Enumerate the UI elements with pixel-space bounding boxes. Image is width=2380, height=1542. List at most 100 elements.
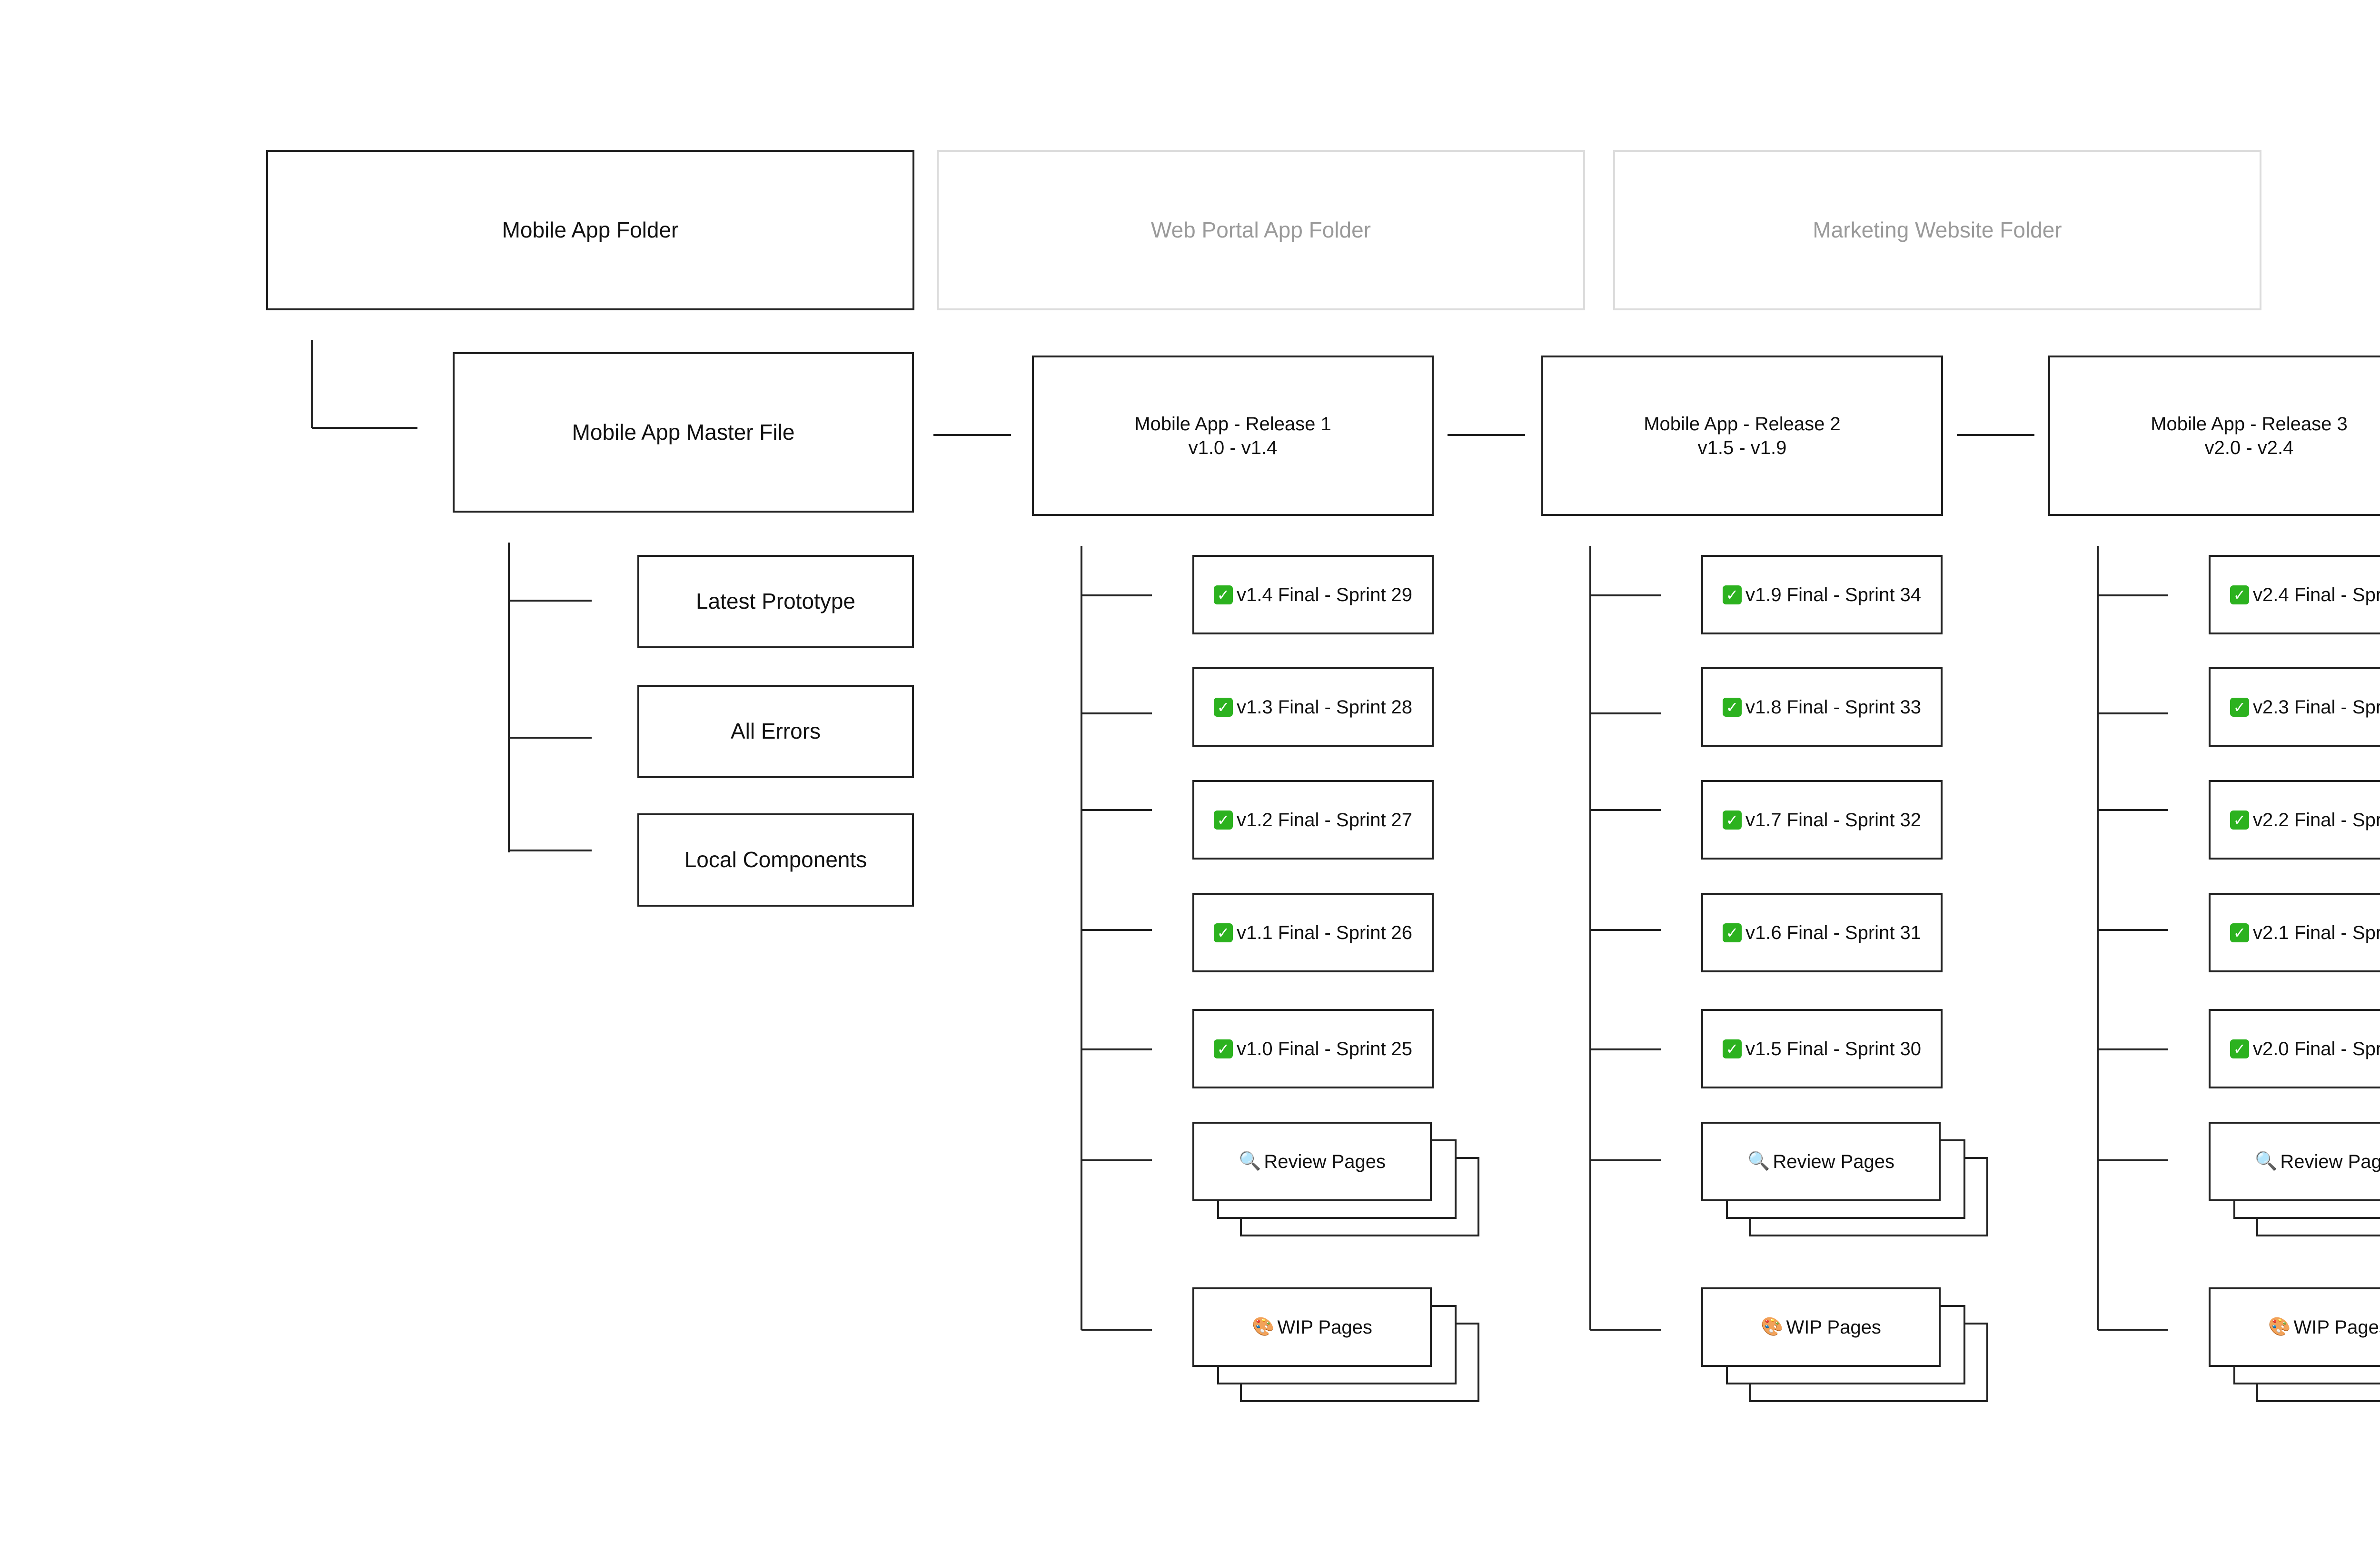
master-child-label: All Errors (730, 719, 821, 744)
review-pages-label: Review Pages (2280, 1151, 2380, 1172)
sprint-label: v1.8 Final - Sprint 33 (1745, 696, 1922, 718)
paint-palette-icon: 🎨 (1252, 1316, 1275, 1337)
sprint-box[interactable]: ✓v2.2 Final - Sprint 37 (2209, 780, 2380, 860)
release-link (1448, 434, 1525, 436)
sprint-label: v1.2 Final - Sprint 27 (1236, 809, 1413, 830)
release-branch-line (1081, 1329, 1152, 1331)
release-branch-line (1590, 712, 1661, 714)
sprint-label: v2.1 Final - Sprint 36 (2252, 922, 2380, 943)
review-pages-box[interactable]: 🔍Review Pages (1701, 1122, 1941, 1201)
master-file-box[interactable]: Mobile App Master File (453, 352, 914, 513)
wip-pages-box[interactable]: 🎨WIP Pages (1701, 1287, 1941, 1367)
master-branch-line (508, 543, 510, 852)
sprint-box[interactable]: ✓v2.1 Final - Sprint 36 (2209, 893, 2380, 972)
master-file-label: Mobile App Master File (572, 419, 795, 445)
wip-pages-label: WIP Pages (1277, 1316, 1372, 1338)
sprint-label: v2.2 Final - Sprint 37 (2252, 809, 2380, 830)
check-icon: ✓ (1722, 585, 1742, 604)
release-branch-line (1590, 1048, 1661, 1050)
release-branch-line (1081, 1159, 1152, 1161)
wip-pages-box[interactable]: 🎨WIP Pages (1192, 1287, 1432, 1367)
release-branch-line (1081, 809, 1152, 811)
release-branch-line (1590, 809, 1661, 811)
sprint-box[interactable]: ✓v1.0 Final - Sprint 25 (1192, 1009, 1434, 1088)
sprint-label: v1.9 Final - Sprint 34 (1745, 584, 1922, 605)
check-icon: ✓ (1213, 810, 1233, 830)
folder-connector (311, 340, 313, 428)
magnifier-icon: 🔍 (1238, 1151, 1261, 1171)
folder-tab-3[interactable]: Marketing Website Folder (1613, 150, 2261, 310)
release-branch-line (1081, 594, 1152, 596)
master-branch-line (509, 850, 592, 851)
check-icon: ✓ (1722, 810, 1742, 830)
check-icon: ✓ (1722, 1039, 1742, 1058)
release-link (933, 434, 1011, 436)
release-branch-line (1590, 929, 1661, 931)
master-child-label: Latest Prototype (696, 589, 855, 614)
sprint-box[interactable]: ✓v2.3 Final - Sprint 38 (2209, 667, 2380, 747)
sprint-box[interactable]: ✓v1.7 Final - Sprint 32 (1701, 780, 1943, 860)
release-version-range: v1.5 - v1.9 (1697, 437, 1787, 458)
release-title: Mobile App - Release 2 (1644, 413, 1841, 435)
sprint-label: v1.5 Final - Sprint 30 (1745, 1038, 1922, 1059)
release-branch-line (1081, 546, 1082, 1330)
folder-tab-1[interactable]: Mobile App Folder (266, 150, 914, 310)
folder-label: Web Portal App Folder (1151, 217, 1371, 242)
review-pages-box[interactable]: 🔍Review Pages (1192, 1122, 1432, 1201)
check-icon: ✓ (2230, 1039, 2249, 1058)
release-branch-line (1590, 1329, 1661, 1331)
check-icon: ✓ (1213, 923, 1233, 942)
sprint-box[interactable]: ✓v1.1 Final - Sprint 26 (1192, 893, 1434, 972)
sprint-label: v1.4 Final - Sprint 29 (1236, 584, 1413, 605)
sprint-label: v1.1 Final - Sprint 26 (1236, 922, 1413, 943)
master-child-label: Local Components (684, 847, 867, 872)
master-child-2[interactable]: All Errors (637, 685, 914, 778)
check-icon: ✓ (1722, 923, 1742, 942)
sprint-box[interactable]: ✓v1.4 Final - Sprint 29 (1192, 555, 1434, 634)
sprint-label: v1.6 Final - Sprint 31 (1745, 922, 1922, 943)
release-branch-line (2098, 1159, 2168, 1161)
master-child-1[interactable]: Latest Prototype (637, 555, 914, 648)
release-branch-line (1589, 546, 1591, 1330)
sprint-box[interactable]: ✓v2.0 Final - Sprint 35 (2209, 1009, 2380, 1088)
sprint-box[interactable]: ✓v1.5 Final - Sprint 30 (1701, 1009, 1943, 1088)
check-icon: ✓ (2230, 923, 2249, 942)
release-branch-line (1081, 929, 1152, 931)
sprint-box[interactable]: ✓v1.9 Final - Sprint 34 (1701, 555, 1943, 634)
check-icon: ✓ (2230, 810, 2249, 830)
check-icon: ✓ (1213, 585, 1233, 604)
release-branch-line (2098, 712, 2168, 714)
sprint-box[interactable]: ✓v1.2 Final - Sprint 27 (1192, 780, 1434, 860)
folder-label: Mobile App Folder (502, 217, 679, 242)
sprint-label: v1.0 Final - Sprint 25 (1236, 1038, 1413, 1059)
release-branch-line (1081, 712, 1152, 714)
wip-pages-box[interactable]: 🎨WIP Pages (2209, 1287, 2380, 1367)
sprint-box[interactable]: ✓v2.4 Final - Sprint 39 (2209, 555, 2380, 634)
sprint-box[interactable]: ✓v1.6 Final - Sprint 31 (1701, 893, 1943, 972)
check-icon: ✓ (1213, 697, 1233, 717)
magnifier-icon: 🔍 (2254, 1151, 2278, 1171)
check-icon: ✓ (1213, 1039, 1233, 1058)
wip-pages-label: WIP Pages (2293, 1316, 2380, 1338)
folder-tab-2[interactable]: Web Portal App Folder (937, 150, 1585, 310)
release-branch-line (2098, 929, 2168, 931)
check-icon: ✓ (1722, 697, 1742, 717)
release-title: Mobile App - Release 3 (2151, 413, 2348, 435)
release-branch-line (1081, 1048, 1152, 1050)
sprint-label: v2.3 Final - Sprint 38 (2252, 696, 2380, 718)
sprint-box[interactable]: ✓v1.3 Final - Sprint 28 (1192, 667, 1434, 747)
sprint-box[interactable]: ✓v1.8 Final - Sprint 33 (1701, 667, 1943, 747)
release-title: Mobile App - Release 1 (1134, 413, 1331, 435)
review-pages-box[interactable]: 🔍Review Pages (2209, 1122, 2380, 1201)
folder-label: Marketing Website Folder (1813, 217, 2062, 242)
release-branch-line (2098, 1048, 2168, 1050)
master-branch-line (509, 600, 592, 602)
review-pages-label: Review Pages (1264, 1151, 1386, 1172)
release-branch-line (2098, 1329, 2168, 1331)
master-child-3[interactable]: Local Components (637, 813, 914, 907)
magnifier-icon: 🔍 (1747, 1151, 1770, 1171)
master-branch-line (509, 737, 592, 739)
